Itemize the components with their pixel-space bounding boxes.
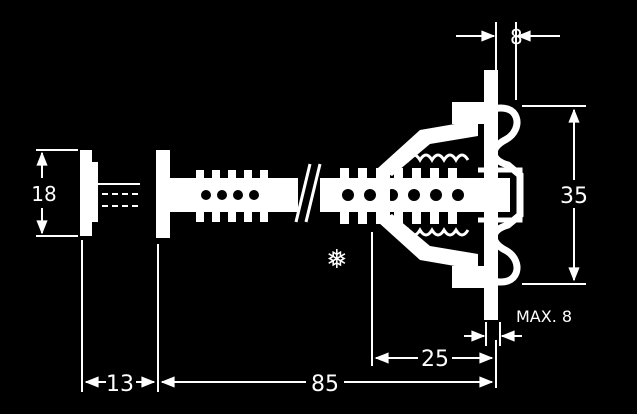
bolt-body xyxy=(156,150,510,238)
dimension-8-top: 8 xyxy=(456,22,560,100)
knob-part xyxy=(80,150,140,236)
dimension-label-max-8: MAX. 8 xyxy=(516,307,572,326)
dimension-85: 85 xyxy=(157,244,494,397)
dimension-label-85: 85 xyxy=(311,372,339,397)
dimension-label-18: 18 xyxy=(31,182,56,206)
dimension-13: 13 xyxy=(81,240,156,397)
glyph-mark: ❅ xyxy=(326,245,348,275)
receptacle-housing xyxy=(378,70,524,320)
dimension-label-35: 35 xyxy=(560,184,588,209)
dimension-35: 35 xyxy=(522,105,590,285)
dimension-label-13: 13 xyxy=(106,372,134,397)
dimension-18: 18 xyxy=(30,149,78,237)
dimension-max-8: MAX. 8 xyxy=(464,307,572,346)
dimension-25: 25 xyxy=(371,232,497,388)
dimension-label-25: 25 xyxy=(421,347,449,372)
dimension-label-8: 8 xyxy=(510,25,523,49)
